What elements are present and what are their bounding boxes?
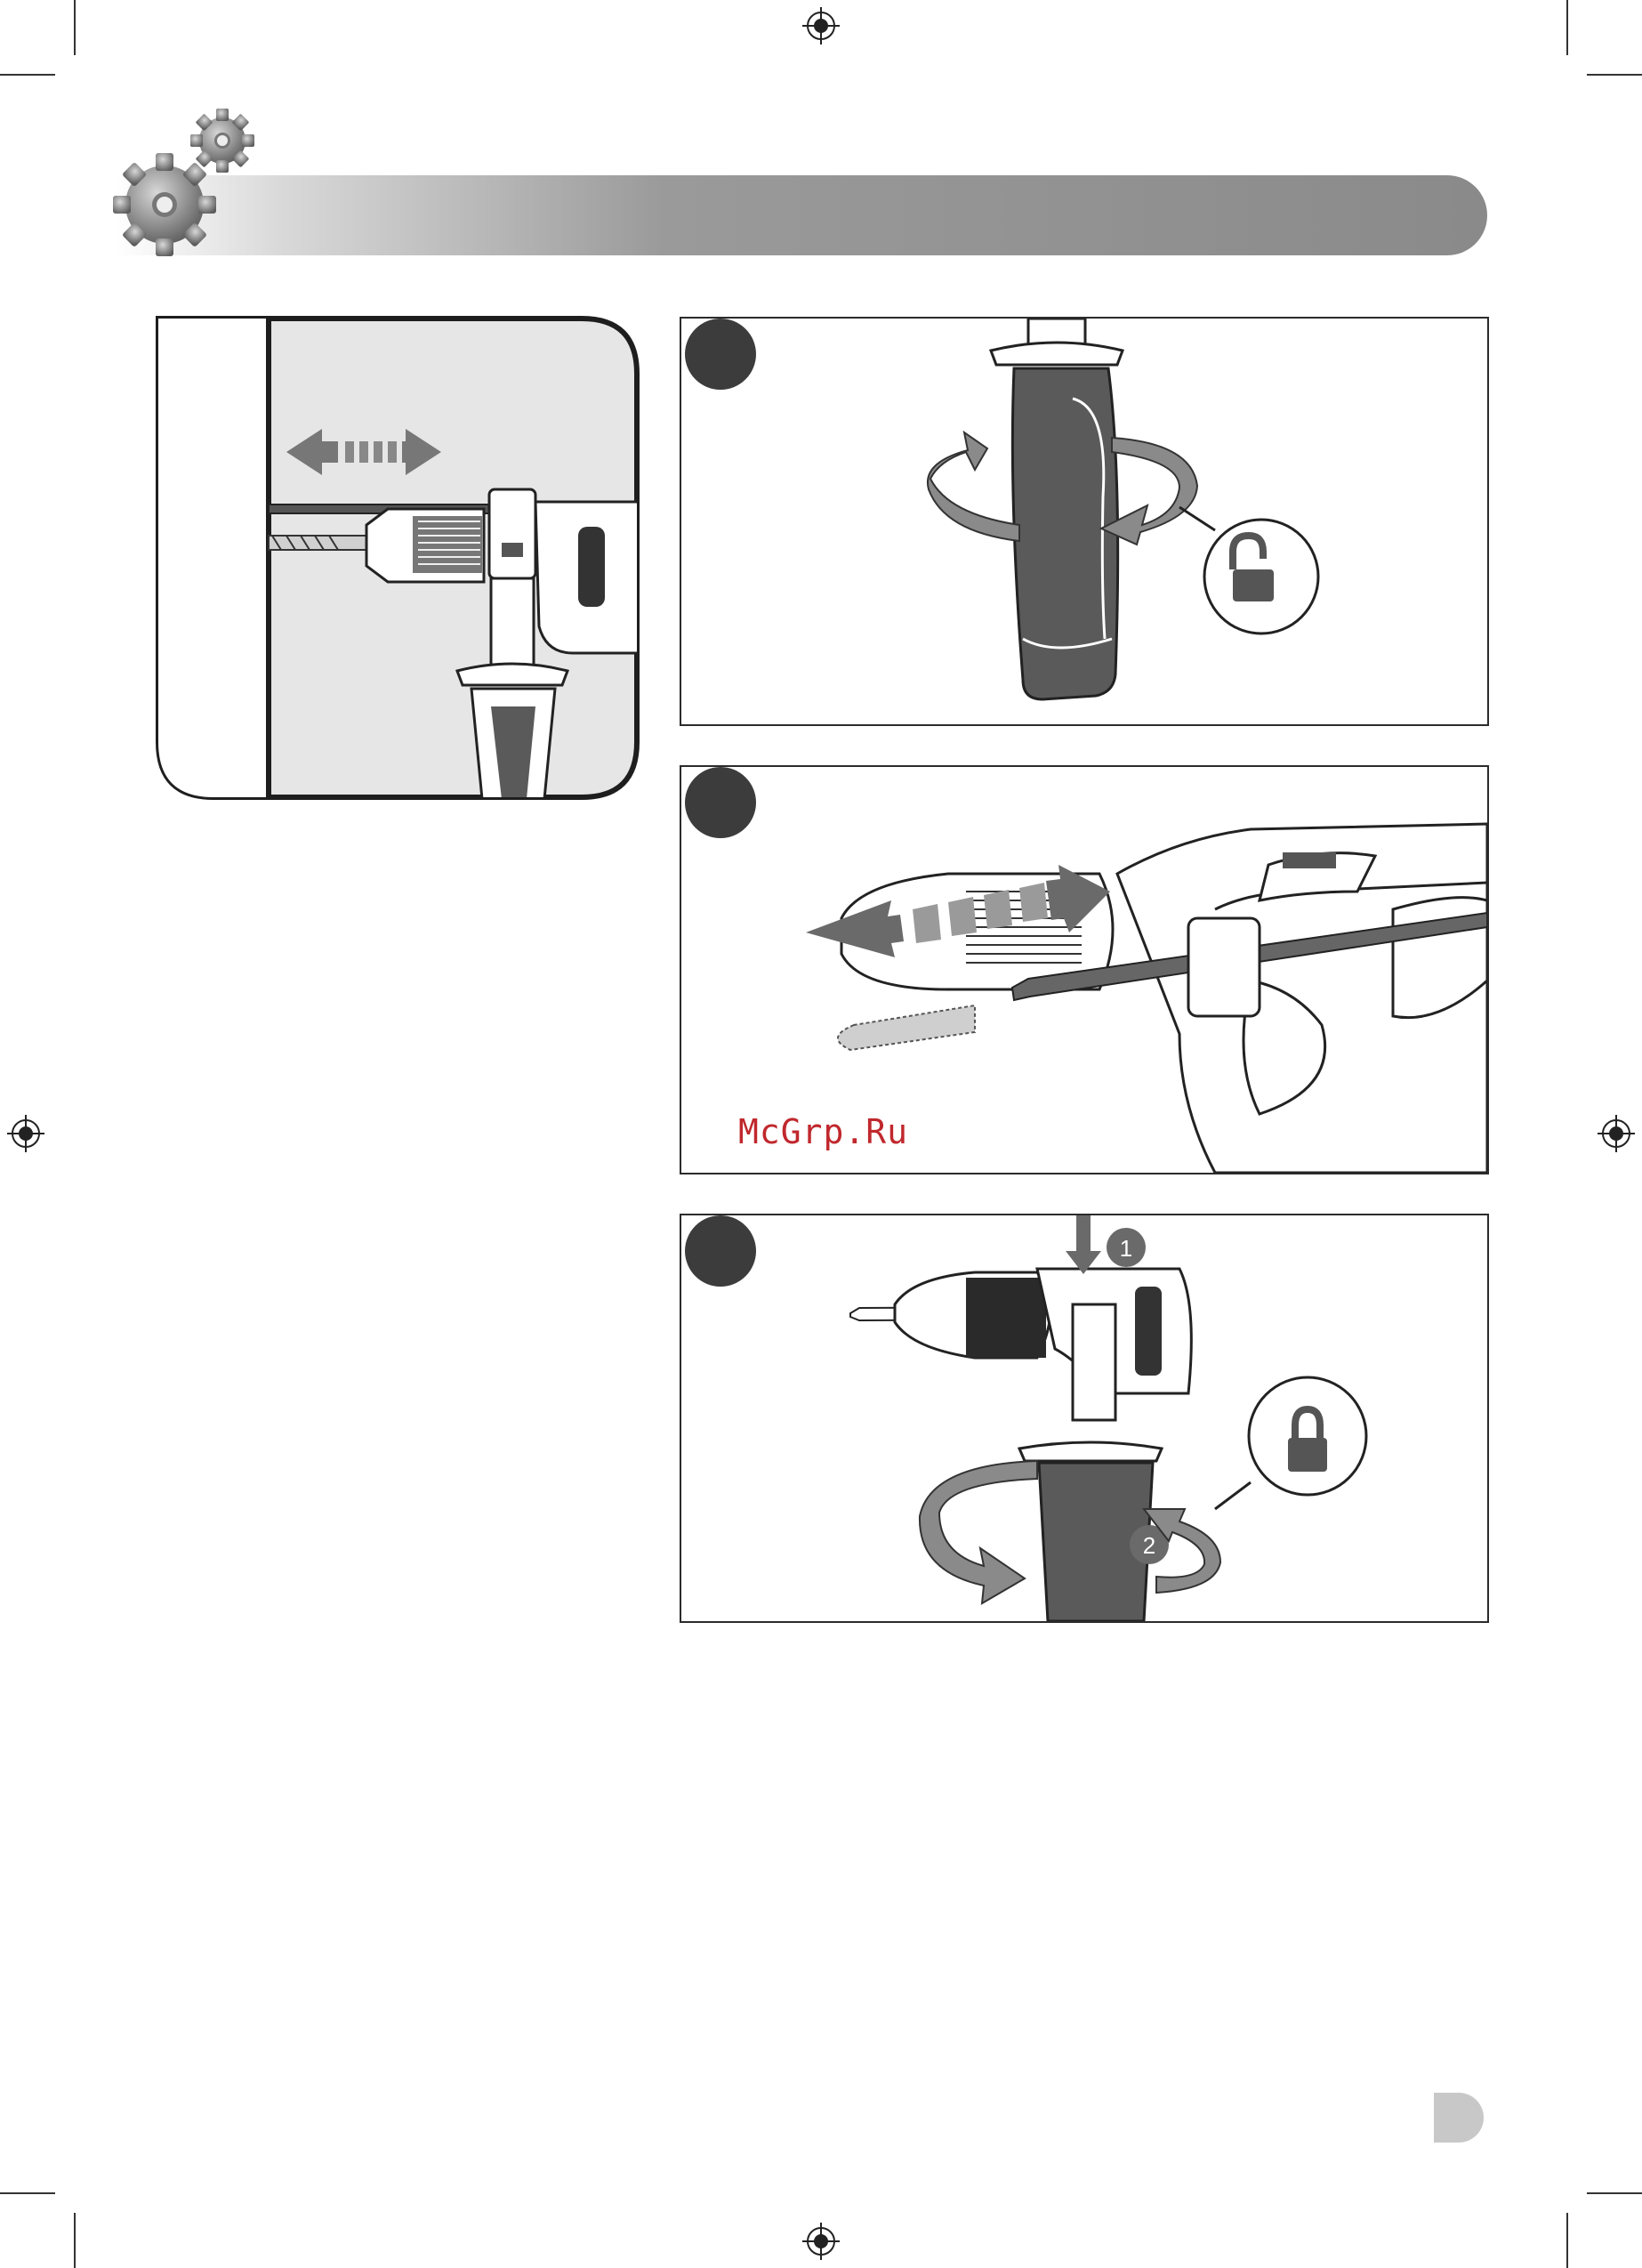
watermark-text: McGrp.Ru: [738, 1112, 908, 1151]
grip-lock-illustration: 1 2: [681, 1215, 1487, 1621]
step-badge: [685, 1215, 756, 1287]
gears-icon: [107, 98, 267, 258]
page-number-tab: [1434, 2093, 1484, 2143]
wall-drilling-illustration: [155, 315, 640, 801]
step-2-panel: McGrp.Ru: [680, 765, 1489, 1174]
step-badge: [685, 319, 756, 390]
callout-2-label: 2: [1143, 1532, 1155, 1559]
step-1-panel: [680, 317, 1489, 726]
registration-mark-bottom: [802, 2223, 840, 2260]
grip-unlock-illustration: [681, 319, 1487, 724]
callout-1-label: 1: [1120, 1235, 1132, 1262]
registration-mark-left: [7, 1115, 44, 1152]
registration-mark-right: [1598, 1115, 1635, 1152]
registration-mark-top: [802, 7, 840, 44]
step-3-panel: 1 2: [680, 1214, 1489, 1623]
section-header-bar: [116, 175, 1487, 255]
step-badge: [685, 767, 756, 838]
